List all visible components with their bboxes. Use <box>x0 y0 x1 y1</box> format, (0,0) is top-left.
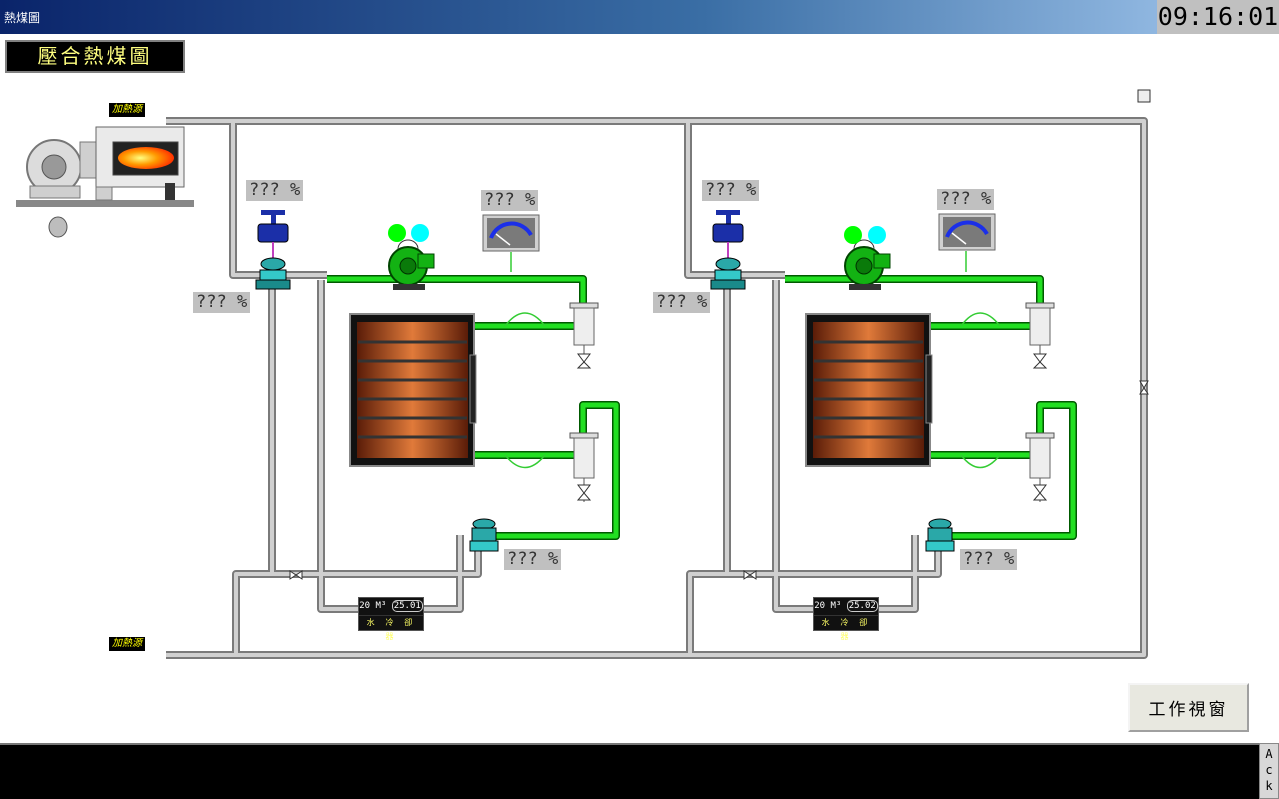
return-valve-right-percent: ??? % <box>960 549 1018 570</box>
heater-supply-tag: 加熱源 <box>109 103 145 117</box>
window-title: 熱煤圖 <box>4 11 41 25</box>
control-valve-left-percent: ??? % <box>193 292 251 313</box>
pump-auto-lamp-right <box>868 226 886 244</box>
title-bar: 熱煤圖 <box>0 0 1279 34</box>
press-left <box>349 313 477 467</box>
process-diagram <box>16 89 1151 659</box>
pressure-gauge-left <box>482 214 540 272</box>
work-window-button[interactable]: 工作視窗 <box>1128 683 1249 732</box>
pump-right[interactable] <box>844 239 891 290</box>
separator-right <box>1025 302 1055 502</box>
return-valve-left[interactable] <box>469 518 499 552</box>
page-title: 壓合熱煤圖 <box>5 40 185 73</box>
pressure-gauge-left-percent: ??? % <box>481 190 539 211</box>
cooler-meter-left-value: 25.01 <box>391 600 423 612</box>
heater-status-lamp[interactable] <box>48 216 68 238</box>
control-valve-right[interactable] <box>710 257 746 290</box>
gate-valve-left[interactable] <box>257 210 289 258</box>
alarm-bar <box>0 743 1259 799</box>
pump-run-lamp-right <box>844 226 862 244</box>
cooler-meter-right-prefix: 20 M³ <box>814 601 842 611</box>
cooler-meter-left-prefix: 20 M³ <box>359 601 387 611</box>
pressure-gauge-right-percent: ??? % <box>937 189 995 210</box>
cooler-meter-right-label: 水 冷 卻 器 <box>821 618 871 641</box>
return-valve-right[interactable] <box>925 518 955 552</box>
heater-unit <box>16 126 194 207</box>
press-right <box>805 313 933 467</box>
cooler-meter-right: 20 M³ 25.02 水 冷 卻 器 <box>813 597 879 641</box>
check-valves <box>289 89 1151 580</box>
separator-left <box>569 302 599 502</box>
pump-left[interactable] <box>388 239 435 290</box>
ack-button[interactable]: A c k <box>1259 743 1279 799</box>
cooler-meter-right-value: 25.02 <box>846 600 878 612</box>
pump-auto-lamp-left <box>411 224 429 242</box>
pump-run-lamp-left <box>388 224 406 242</box>
heater-return-tag: 加熱源 <box>109 637 145 651</box>
clock-display: 09:16:01 <box>1157 0 1279 34</box>
control-valve-left[interactable] <box>255 257 291 290</box>
gate-valve-right-percent: ??? % <box>702 180 760 201</box>
gate-valve-left-percent: ??? % <box>246 180 304 201</box>
pressure-gauge-right <box>938 213 996 272</box>
return-valve-left-percent: ??? % <box>504 549 562 570</box>
gate-valve-right[interactable] <box>712 210 744 258</box>
cooler-meter-left: 20 M³ 25.01 水 冷 卻 器 <box>358 597 424 641</box>
control-valve-right-percent: ??? % <box>653 292 711 313</box>
cooler-meter-left-label: 水 冷 卻 器 <box>366 618 416 641</box>
